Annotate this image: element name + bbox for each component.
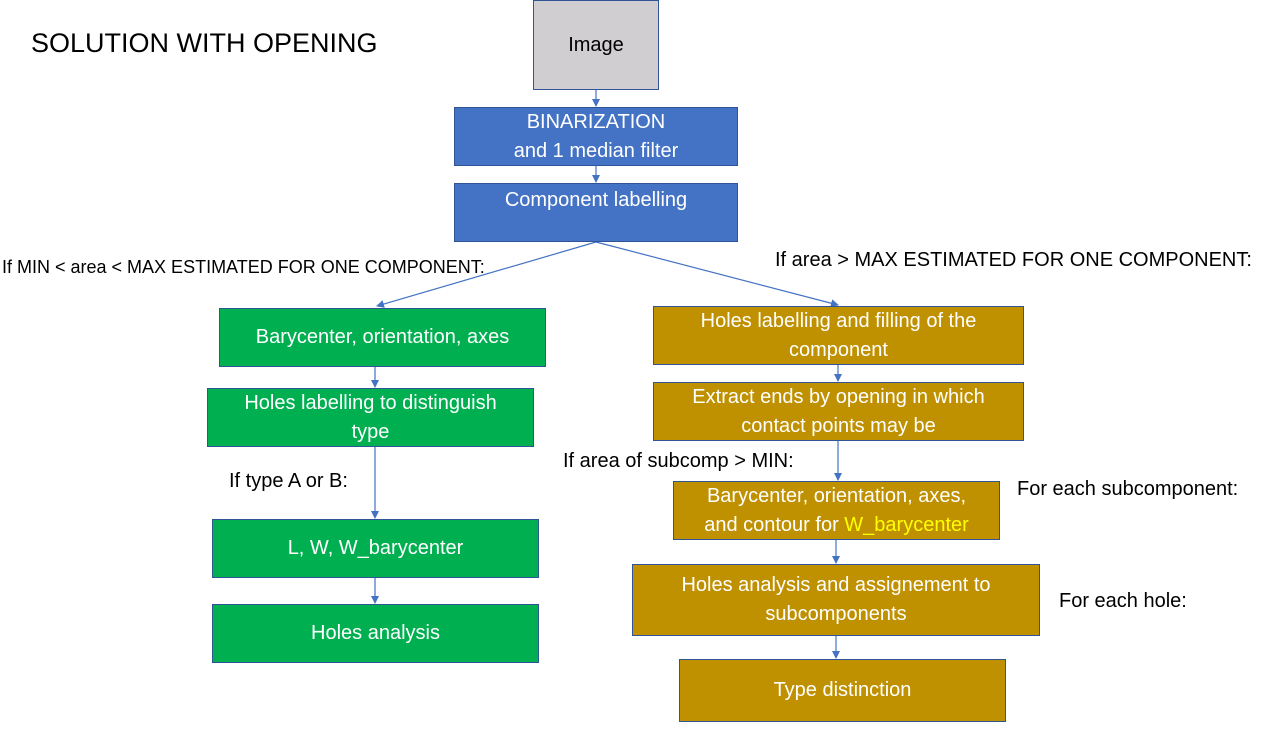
each-hole-note: For each hole: (1059, 590, 1187, 612)
holes-analysis-box: Holes analysis (212, 604, 539, 663)
component-labelling-box: Component labelling (454, 183, 738, 242)
holes-labelling-type-box: Holes labelling to distinguish type (207, 388, 534, 447)
arrow-labelling-to-right-branch (595, 241, 839, 308)
barycenter-right-line2: and contour for W_barycenter (704, 511, 969, 540)
page-title: SOLUTION WITH OPENING (31, 28, 378, 58)
arrow-labelling-to-left-branch (376, 241, 597, 308)
extract-ends-box: Extract ends by opening in which contact… (653, 382, 1024, 441)
barycenter-right-line1: Barycenter, orientation, axes, (706, 484, 967, 507)
type-condition-note: If type A or B: (229, 470, 348, 492)
binarization-box: BINARIZATION and 1 median filter (454, 107, 738, 166)
holes-filling-box: Holes labelling and filling of the compo… (653, 306, 1024, 365)
type-distinction-box: Type distinction (679, 659, 1006, 722)
barycenter-left-box: Barycenter, orientation, axes (219, 308, 546, 367)
w-barycenter-highlight: W_barycenter (844, 513, 969, 536)
each-subcomponent-note: For each subcomponent: (1017, 478, 1239, 500)
barycenter-right-box: Barycenter, orientation, axes, and conto… (673, 481, 1000, 540)
barycenter-right-line2-prefix: and contour for (704, 513, 845, 536)
image-box: Image (533, 0, 659, 90)
right-condition-note: If area > MAX ESTIMATED FOR ONE COMPONEN… (775, 249, 1252, 271)
l-w-barycenter-box: L, W, W_barycenter (212, 519, 539, 578)
holes-assignement-box: Holes analysis and assignement to subcom… (632, 564, 1040, 636)
left-condition-note: If MIN < area < MAX ESTIMATED FOR ONE CO… (2, 257, 485, 277)
subcomp-condition-note: If area of subcomp > MIN: (563, 450, 794, 472)
